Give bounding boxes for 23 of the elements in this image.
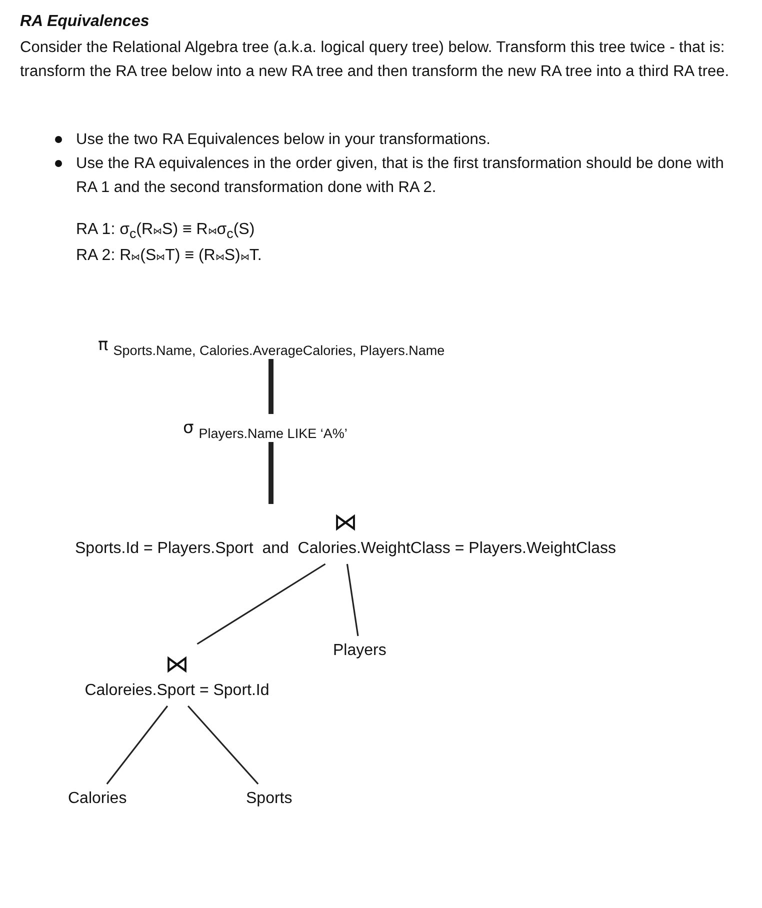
join-symbol: ⋈ bbox=[334, 508, 358, 536]
tree-edge bbox=[268, 442, 274, 504]
paragraph: Consider the Relational Algebra tree (a.k.a. logical query tree) below. Transform this tree twice - that is: transform the RA tree below into a new RA tree and then transform the new RA tree into a third RA tree. bbox=[20, 38, 730, 82]
join-symbol: ⋈ bbox=[165, 650, 189, 678]
relation-name: Sports bbox=[246, 790, 292, 808]
join-condition: Sports.Id = Players.Sport and Calories.WeightClass = Players.WeightClass bbox=[74, 540, 617, 558]
tree-edge bbox=[187, 705, 259, 785]
relation-name: Calories bbox=[68, 790, 127, 808]
tree-edge bbox=[268, 359, 274, 414]
tree-edge bbox=[106, 706, 168, 784]
tree-edge bbox=[196, 563, 326, 645]
operator-symbol: π bbox=[98, 335, 108, 355]
join-condition: Caloreies.Sport = Sport.Id bbox=[84, 682, 270, 700]
operator-subscript: Sports.Name, Calories.AverageCalories, Players.Name bbox=[113, 343, 445, 358]
formula: RA 2: R⋈(S⋈T) ≡ (R⋈S)⋈T. bbox=[76, 247, 262, 265]
operator-subscript: Players.Name LIKE ‘A%’ bbox=[198, 426, 348, 441]
relation-name: Players bbox=[333, 642, 386, 660]
operator-symbol: σ bbox=[183, 418, 194, 438]
formula: RA 1: σ$_{c}$(R⋈S) ≡ R⋈σ$_{c}$(S) bbox=[76, 221, 255, 242]
bullet-item: Use the RA equivalences in the order given, that is the first transformation should be done with RA 1 and the second transformation done with RA 2. bbox=[76, 154, 725, 198]
bullet-item: Use the two RA Equivalences below in your transformations. bbox=[76, 130, 492, 150]
tree-edge bbox=[346, 564, 359, 636]
heading: RA Equivalences bbox=[20, 13, 150, 31]
